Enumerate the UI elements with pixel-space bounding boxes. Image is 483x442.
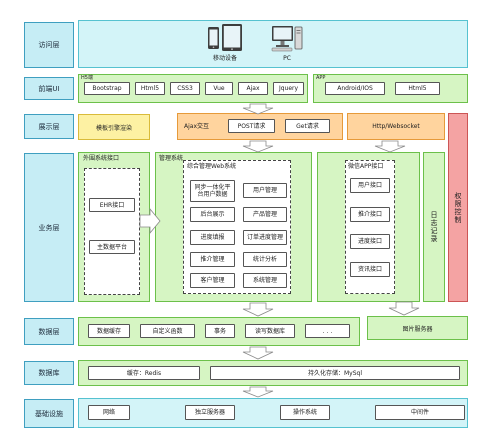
pc-label: PC xyxy=(283,54,291,62)
http-websocket-box: Http/Websocket xyxy=(347,113,445,140)
infra-item-os: 操作系统 xyxy=(280,405,330,420)
infra-item-network: 网络 xyxy=(88,405,130,420)
frontend-app-box xyxy=(313,74,468,103)
data-item-cache: 数据缓存 xyxy=(88,324,130,338)
mobile-devices-icon xyxy=(208,24,242,51)
ehr-interface-item: EHR接口 xyxy=(89,198,135,212)
layer-label-business: 业务层 xyxy=(24,153,74,302)
frontend-web-title: H5端 xyxy=(81,75,93,81)
infra-item-server: 独立服务器 xyxy=(185,405,235,420)
get-request-item: Get请求 xyxy=(285,119,330,133)
mgmt-item-system-management: 系统管理 xyxy=(243,273,287,288)
mgmt-item-sync-user-data: 同步一体化平台用户数据 xyxy=(190,180,235,202)
layer-label-frontend: 前端UI xyxy=(24,77,74,100)
master-data-platform-item: 主数据平台 xyxy=(89,240,135,254)
permission-control-label: 权限控制 xyxy=(454,191,462,224)
template-engine-box: 模板引擎渲染 xyxy=(78,114,150,140)
arrow-business-to-data xyxy=(242,302,274,317)
layer-label-data: 数据层 xyxy=(24,318,74,345)
log-recording-box: 日志记录 xyxy=(423,152,445,302)
mgmt-item-statistics: 统计分析 xyxy=(243,252,287,267)
arrow-display-to-business-right xyxy=(374,140,406,153)
mgmt-item-customer-management: 客户管理 xyxy=(190,273,235,288)
arrow-data-to-database xyxy=(242,346,274,360)
external-interface-group xyxy=(84,168,140,295)
wechat-interface-title: 微信APP接口 xyxy=(348,163,384,170)
data-item-more: . . . xyxy=(305,324,350,338)
frontend-item-html5: Html5 xyxy=(135,82,165,95)
log-recording-label: 日志记录 xyxy=(430,211,438,243)
mgmt-item-order-progress: 订单进度管理 xyxy=(243,230,287,245)
wechat-item-referral-api: 推介接口 xyxy=(350,207,390,222)
frontend-item-android-ios: Android/IOS xyxy=(325,82,385,95)
mgmt-item-user-management: 用户管理 xyxy=(243,183,287,198)
arrow-wechat-to-image-server xyxy=(388,301,420,316)
infra-item-middleware: 中间件 xyxy=(375,405,465,420)
ajax-interaction-title: Ajax交互 xyxy=(184,123,209,130)
arrow-display-to-business-left xyxy=(242,140,274,153)
frontend-app-title: APP xyxy=(316,75,326,81)
management-web-title: 综合管理Web系统 xyxy=(187,163,237,170)
external-interface-title: 外围系统接口 xyxy=(83,155,120,162)
database-item-redis: 缓存：Redis xyxy=(88,366,200,380)
layer-label-display: 展示层 xyxy=(24,114,74,139)
arrow-database-to-infra xyxy=(242,386,274,398)
frontend-item-jquery: Jquery xyxy=(273,82,304,95)
layer-label-infra: 基础设施 xyxy=(24,399,74,428)
wechat-item-progress-api: 进度接口 xyxy=(350,234,390,249)
layer-label-database: 数据库 xyxy=(24,361,74,385)
mobile-devices-label: 移动设备 xyxy=(212,54,237,62)
management-system-title: 管理系统 xyxy=(159,155,184,162)
frontend-item-ajax: Ajax xyxy=(238,82,268,95)
post-request-item: POST请求 xyxy=(228,119,275,133)
frontend-item-bootstrap: Bootstrap xyxy=(84,82,130,95)
image-server-box: 图片服务器 xyxy=(367,316,468,340)
mgmt-item-progress-report: 进度填报 xyxy=(190,230,235,245)
frontend-item-css3: CSS3 xyxy=(170,82,200,95)
mgmt-item-referral-management: 推介管理 xyxy=(190,252,235,267)
management-web-group xyxy=(183,160,291,294)
wechat-item-news-api: 资讯接口 xyxy=(350,262,390,277)
wechat-item-user-api: 用户接口 xyxy=(350,178,390,193)
frontend-item-vue: Vue xyxy=(205,82,233,95)
data-item-transactions: 事务 xyxy=(205,324,235,338)
mgmt-item-product-management: 产品管理 xyxy=(243,207,287,222)
layer-label-access: 访问层 xyxy=(24,22,74,68)
permission-control-box: 权限控制 xyxy=(448,113,468,302)
database-item-mysql: 持久化存储：MySql xyxy=(210,366,460,380)
frontend-item-app-html5: Html5 xyxy=(395,82,440,95)
mgmt-item-backend-display: 后台展示 xyxy=(190,207,235,222)
data-item-read-write-db: 读写数据库 xyxy=(245,324,295,338)
pc-icon xyxy=(271,26,303,52)
data-item-custom-functions: 自定义函数 xyxy=(140,324,195,338)
